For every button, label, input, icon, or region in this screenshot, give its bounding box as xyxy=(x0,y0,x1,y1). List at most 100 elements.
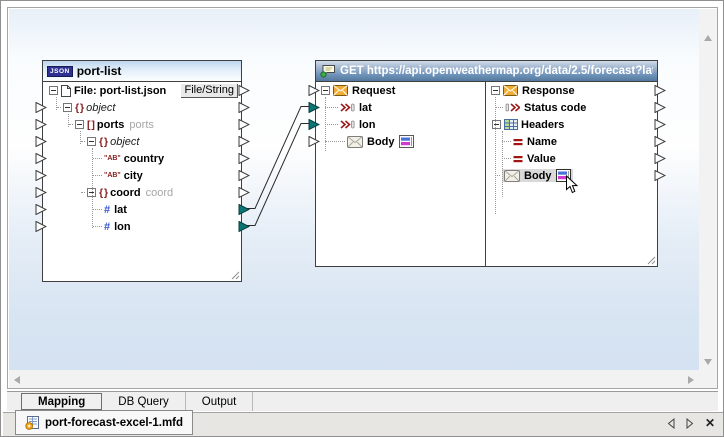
output-connector[interactable] xyxy=(654,153,666,164)
input-connector-connected[interactable] xyxy=(308,102,320,113)
document-nav-controls: ✕ xyxy=(667,417,715,429)
number-icon: # xyxy=(104,220,111,233)
output-connector[interactable] xyxy=(238,153,250,164)
string-icon: "AB" xyxy=(104,155,121,162)
scroll-up-icon[interactable] xyxy=(704,35,712,41)
output-connector-connected[interactable] xyxy=(238,221,250,232)
tree-row-country[interactable]: "AB" country xyxy=(35,150,250,167)
input-connector[interactable] xyxy=(35,221,47,232)
tree-row-status-code[interactable]: Status code xyxy=(486,99,666,116)
output-connector[interactable] xyxy=(654,85,666,96)
tab-mapping[interactable]: Mapping xyxy=(21,393,103,410)
node-annotation: ports xyxy=(129,118,154,131)
tree-row-lat[interactable]: # lat xyxy=(35,201,250,218)
object-icon: { } xyxy=(99,135,108,148)
tree-row-coord[interactable]: { } coord coord xyxy=(35,184,250,201)
output-connector[interactable] xyxy=(238,170,250,181)
close-document-icon[interactable]: ✕ xyxy=(704,416,715,430)
file-icon xyxy=(61,84,71,97)
input-connector[interactable] xyxy=(35,187,47,198)
envelope-icon xyxy=(333,85,348,96)
output-connector[interactable] xyxy=(654,136,666,147)
input-connector[interactable] xyxy=(35,153,47,164)
tree-row-headers[interactable]: Headers xyxy=(486,116,666,133)
parameter-icon xyxy=(340,103,355,112)
scroll-left-icon[interactable] xyxy=(14,376,20,384)
connection-lon xyxy=(247,123,309,226)
collapse-toggle[interactable] xyxy=(49,86,58,95)
horizontal-scrollbar[interactable] xyxy=(9,370,699,388)
tree-row-header-name[interactable]: Name xyxy=(486,133,666,150)
tree-row-city[interactable]: "AB" city xyxy=(35,167,250,184)
web-service-icon xyxy=(320,64,336,78)
tree-row-request-body[interactable]: Body xyxy=(308,133,485,150)
output-connector[interactable] xyxy=(238,102,250,113)
output-connector[interactable] xyxy=(238,85,250,96)
node-label: lon xyxy=(359,118,376,131)
file-string-button[interactable]: File/String xyxy=(181,83,238,98)
scroll-right-icon[interactable] xyxy=(688,376,694,384)
collapse-toggle[interactable] xyxy=(87,188,96,197)
output-connector[interactable] xyxy=(238,119,250,130)
tree-row-request[interactable]: Request xyxy=(308,82,485,99)
tree-row-file[interactable]: File: port-list.json File/String xyxy=(43,82,250,99)
body-envelope-icon xyxy=(504,169,520,182)
tree-row-object[interactable]: { } object xyxy=(35,133,250,150)
tree-row-lon[interactable]: # lon xyxy=(35,218,250,235)
input-connector[interactable] xyxy=(35,102,47,113)
connection-lat xyxy=(247,106,309,209)
table-icon xyxy=(504,119,518,130)
collapse-toggle[interactable] xyxy=(63,103,72,112)
prev-document-icon[interactable] xyxy=(667,417,675,429)
resize-grip[interactable] xyxy=(231,271,240,280)
collapse-toggle[interactable] xyxy=(321,86,330,95)
output-connector[interactable] xyxy=(238,136,250,147)
resize-grip[interactable] xyxy=(647,256,656,265)
output-connector[interactable] xyxy=(654,102,666,113)
collapse-toggle[interactable] xyxy=(492,120,501,129)
collapse-toggle[interactable] xyxy=(491,86,500,95)
tree-row-object[interactable]: { } object xyxy=(35,99,250,116)
node-label: object xyxy=(86,101,116,114)
tree-row-lat-input[interactable]: lat xyxy=(308,99,485,116)
mapping-canvas[interactable]: JSON port-list File: port-list.json File… xyxy=(9,9,699,370)
input-connector[interactable] xyxy=(308,136,320,147)
input-connector[interactable] xyxy=(35,119,47,130)
output-connector[interactable] xyxy=(654,170,666,181)
body-edit-button[interactable] xyxy=(398,135,414,148)
node-label: ports xyxy=(96,118,125,131)
array-icon: [ ] xyxy=(87,118,95,131)
input-connector[interactable] xyxy=(35,170,47,181)
collapse-toggle[interactable] xyxy=(75,120,84,129)
tree-row-ports[interactable]: [ ] ports ports xyxy=(35,116,250,133)
tree-row-response[interactable]: Response xyxy=(486,82,666,99)
scroll-down-icon[interactable] xyxy=(704,359,712,365)
vertical-scrollbar[interactable] xyxy=(699,9,717,370)
tree-row-lon-input[interactable]: lon xyxy=(308,116,485,133)
output-connector[interactable] xyxy=(654,119,666,130)
tab-output[interactable]: Output xyxy=(186,392,254,411)
input-connector-connected[interactable] xyxy=(308,119,320,130)
mfd-document-icon xyxy=(25,415,40,430)
tab-db-query[interactable]: DB Query xyxy=(102,392,186,411)
component-rest-call-header[interactable]: GET https://api.openweathermap.org/data/… xyxy=(316,61,657,82)
component-port-list-header[interactable]: JSON port-list xyxy=(43,61,241,82)
tree-row-header-value[interactable]: Value xyxy=(486,150,666,167)
component-port-list[interactable]: JSON port-list File: port-list.json File… xyxy=(35,60,250,282)
mouse-cursor-icon xyxy=(565,175,578,194)
output-connector[interactable] xyxy=(238,187,250,198)
tree-row-response-body[interactable]: Body xyxy=(486,167,666,184)
document-tab-bar: port-forecast-excel-1.mfd ✕ xyxy=(3,410,723,436)
output-connector-connected[interactable] xyxy=(238,204,250,215)
input-connector[interactable] xyxy=(308,85,320,96)
component-title: GET https://api.openweathermap.org/data/… xyxy=(340,65,653,77)
collapse-toggle[interactable] xyxy=(87,137,96,146)
next-document-icon[interactable] xyxy=(686,417,694,429)
component-rest-call[interactable]: GET https://api.openweathermap.org/data/… xyxy=(308,60,666,267)
input-connector[interactable] xyxy=(35,136,47,147)
node-label: Headers xyxy=(521,118,565,131)
status-code-icon xyxy=(505,103,520,112)
document-tab-active[interactable]: port-forecast-excel-1.mfd xyxy=(15,410,194,435)
node-label: Body xyxy=(524,169,552,182)
input-connector[interactable] xyxy=(35,204,47,215)
